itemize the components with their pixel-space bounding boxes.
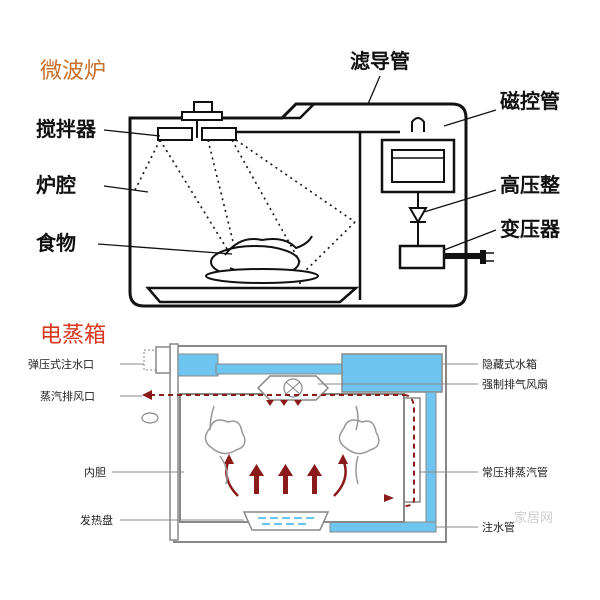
- rectifier-diode: [408, 192, 428, 246]
- microwave-leaders: [97, 75, 497, 255]
- label-food: 食物: [36, 231, 76, 255]
- top-water-pipe: [215, 363, 345, 375]
- label-waveguide: 滤导管: [350, 49, 410, 73]
- stirrer: [157, 101, 237, 141]
- steamer-door: [169, 343, 179, 541]
- inner-liner: [179, 393, 405, 523]
- steamer-leaders: [112, 363, 478, 528]
- label-water-pipe: 注水管: [482, 520, 515, 534]
- water-pipe-bottom: [329, 521, 437, 533]
- steamer-diagram: 电蒸箱: [28, 323, 548, 543]
- steam-up-arrows: [249, 464, 322, 494]
- transformer: [398, 244, 494, 270]
- label-tank: 隐藏式水箱: [482, 357, 537, 371]
- steamer-title: 电蒸箱: [40, 323, 106, 348]
- inlet-reservoir: [177, 353, 219, 377]
- label-exhaust: 蒸汽排风口: [40, 389, 95, 403]
- watermark: 家居网: [514, 510, 553, 526]
- label-steam-pipe: 常压排蒸汽管: [482, 465, 548, 479]
- exhaust-arrows: [142, 390, 394, 502]
- water-pipe-right: [425, 391, 437, 533]
- inlet-knob: [155, 346, 171, 374]
- label-cavity: 炉腔: [36, 173, 76, 197]
- label-rectifier: 高压整: [500, 173, 560, 197]
- label-fan: 强制排气风扇: [482, 377, 548, 391]
- hidden-water-tank: [341, 353, 443, 393]
- side-knob: [141, 412, 159, 424]
- label-heater: 发热盘: [80, 513, 113, 527]
- label-inlet: 弹压式注水口: [28, 357, 94, 371]
- label-magnetron: 磁控管: [500, 89, 560, 113]
- turntable: [145, 286, 360, 304]
- steam-exhaust-path: [150, 394, 415, 507]
- heating-plate: [242, 511, 330, 531]
- steam-clouds: [204, 405, 380, 485]
- waveguide: [222, 103, 315, 120]
- label-transformer: 变压器: [500, 217, 561, 241]
- food-chicken: [205, 235, 319, 284]
- microwave-diagram: 微波炉: [36, 49, 561, 308]
- microwave-title: 微波炉: [40, 59, 106, 84]
- label-liner: 内胆: [84, 465, 106, 479]
- steam-duct: [404, 397, 421, 503]
- microwave-body: [128, 102, 468, 308]
- label-stirrer: 搅拌器: [36, 117, 97, 141]
- exhaust-fan: [256, 375, 330, 401]
- magnetron: [380, 117, 456, 194]
